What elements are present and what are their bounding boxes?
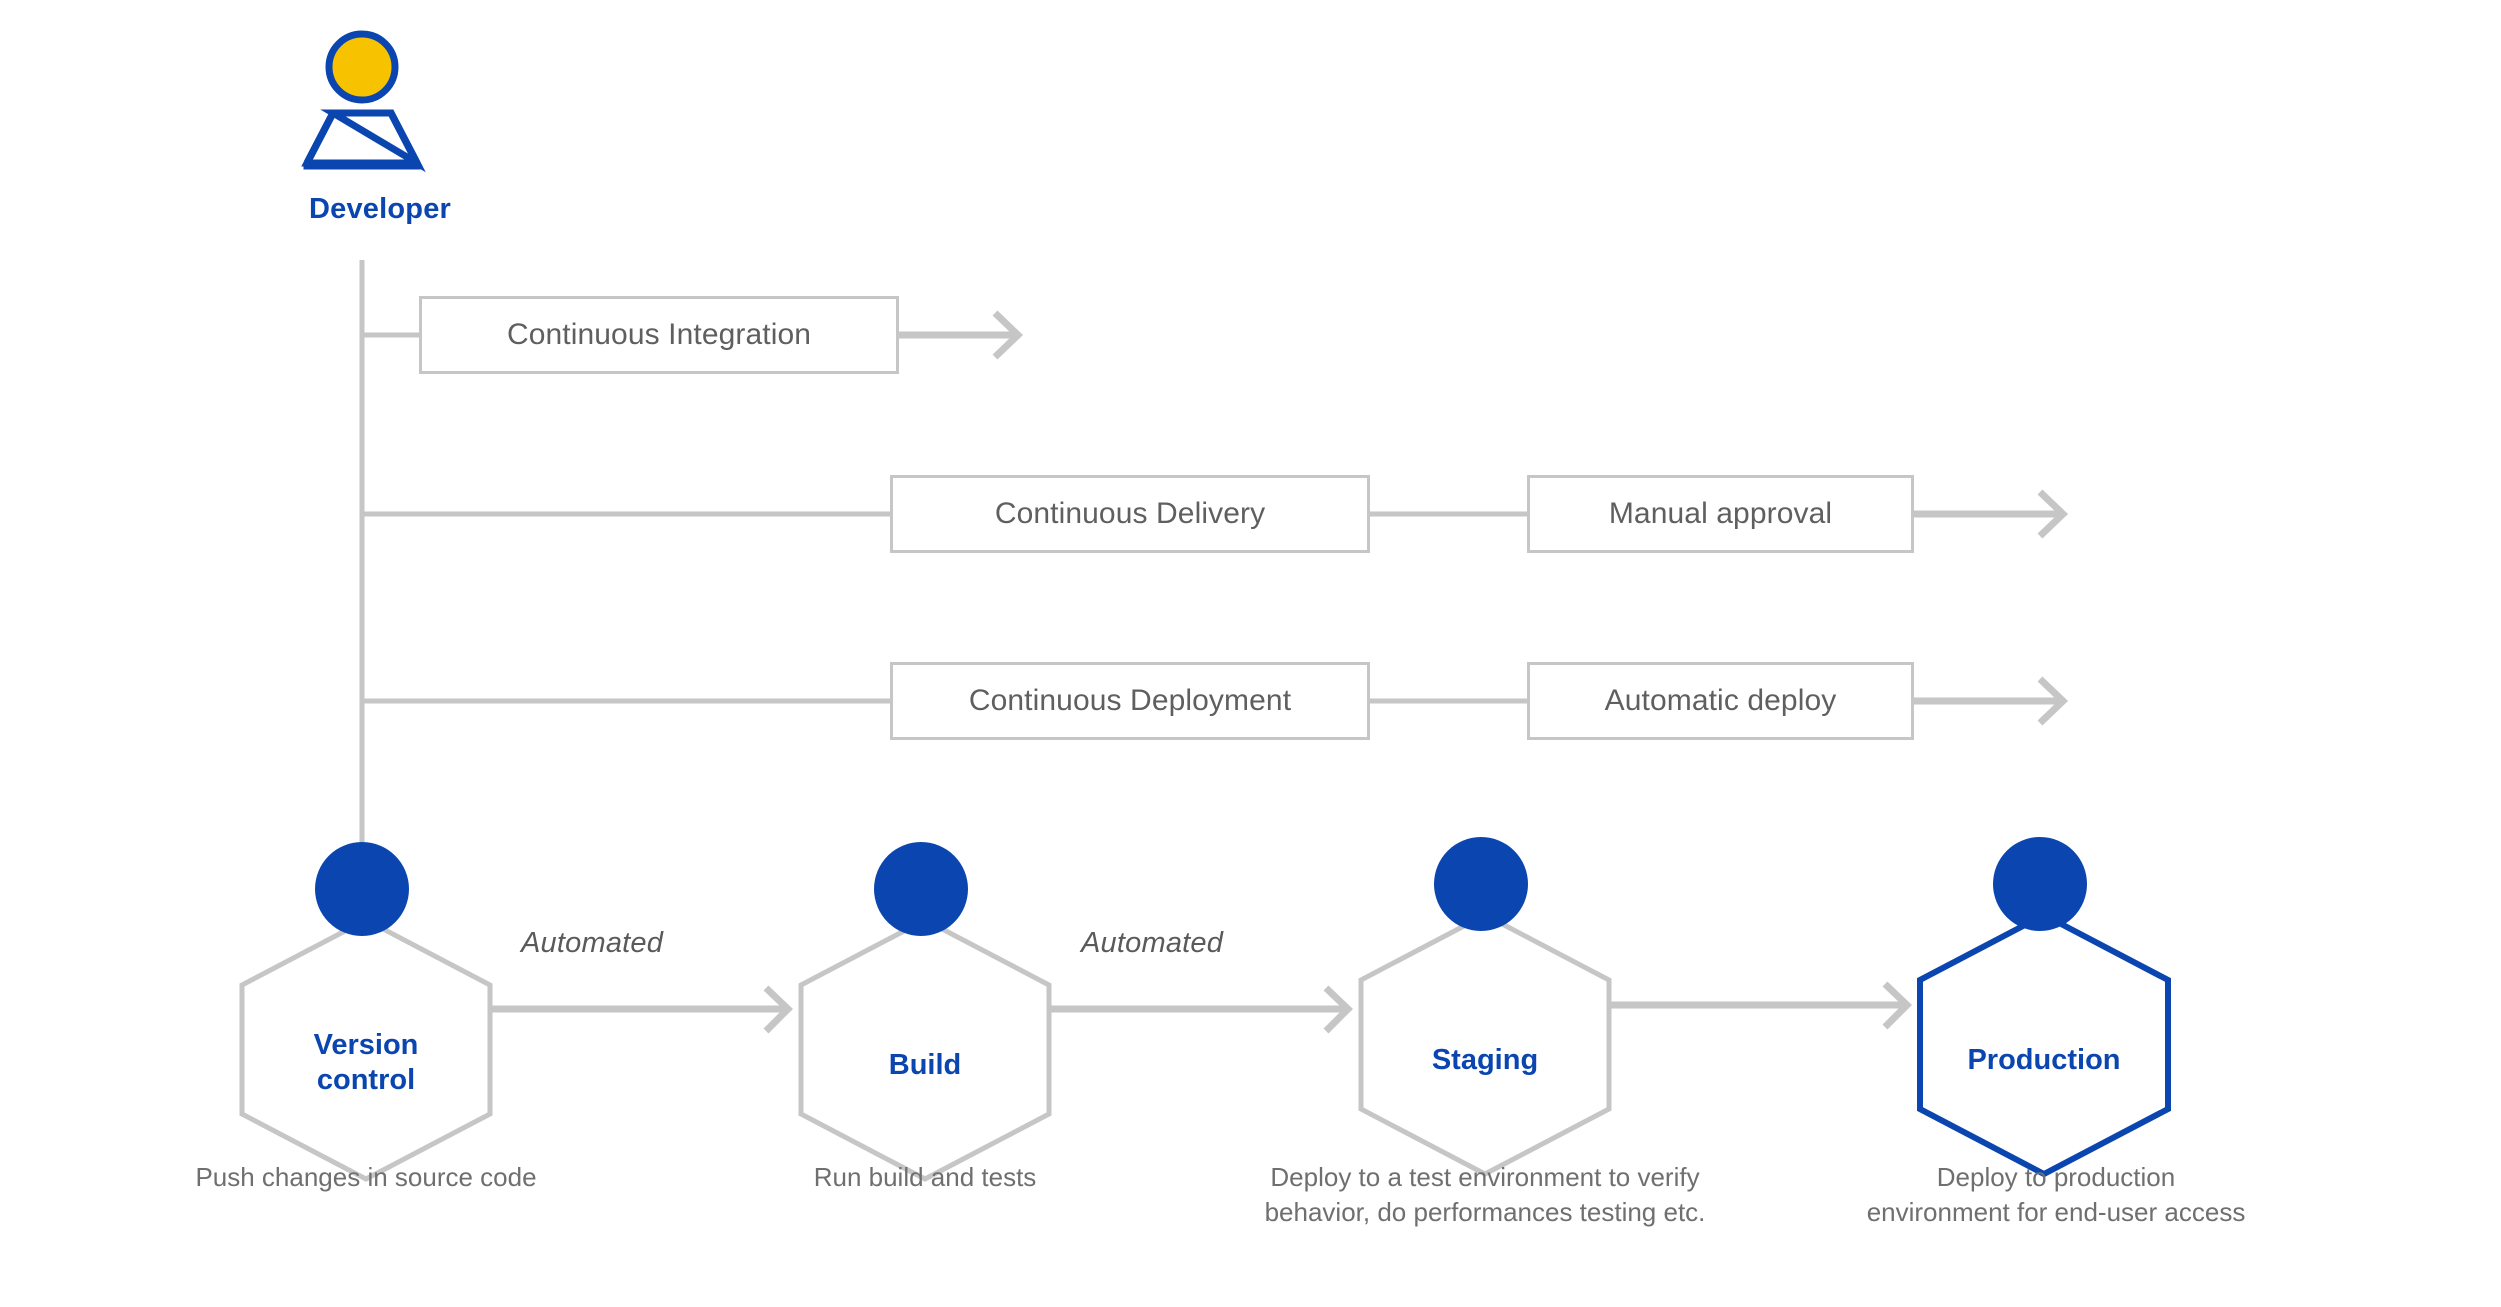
developer-label: Developer xyxy=(308,193,452,225)
cd-arrow xyxy=(1914,489,2069,539)
hexagon-build xyxy=(798,917,1052,1182)
stage-build-title: Build xyxy=(888,1049,962,1081)
person-icon xyxy=(301,30,426,173)
stage-production[interactable]: Production xyxy=(1920,915,2168,1173)
practice-box-continuous-deployment[interactable]: Continuous Deployment xyxy=(890,662,1370,740)
practice-box-continuous-delivery[interactable]: Continuous Delivery xyxy=(890,475,1370,553)
deploy-cycle-icon xyxy=(1993,837,2087,931)
architecture-boxes-icon xyxy=(1434,837,1528,931)
branch-commits-icon xyxy=(315,842,409,936)
practice-box-automatic-deploy[interactable]: Automatic deploy xyxy=(1527,662,1914,740)
arrow-build-to-staging xyxy=(1049,985,1354,1034)
stage-title-line1: Version xyxy=(313,1029,419,1061)
stage-version-control-title: Version control xyxy=(242,1028,490,1099)
hexagon-staging xyxy=(1358,912,1612,1177)
practice-box-manual-approval[interactable]: Manual approval xyxy=(1527,475,1914,553)
stage-build[interactable]: Build xyxy=(801,920,1049,1178)
cdep-arrow xyxy=(1914,676,2069,726)
tools-icon xyxy=(874,842,968,936)
stage-staging[interactable]: Staging xyxy=(1361,915,1609,1173)
stage-production-caption: Deploy to production environment for end… xyxy=(1866,1162,2246,1227)
stage-production-title: Production xyxy=(1967,1044,2121,1076)
stage-staging-title: Staging xyxy=(1431,1044,1539,1076)
stage-version-control-caption: Push changes in source code xyxy=(195,1162,537,1192)
connector-label-version-to-build: Automated xyxy=(521,927,664,959)
ci-arrow xyxy=(899,310,1024,360)
hexagon-production xyxy=(1917,911,2171,1178)
stage-build-caption: Run build and tests xyxy=(813,1162,1037,1192)
arrow-staging-to-production xyxy=(1609,981,1913,1030)
arrow-version-to-build xyxy=(490,985,794,1034)
stage-title-line2: control xyxy=(316,1064,416,1097)
stage-staging-caption: Deploy to a test environment to verify b… xyxy=(1264,1162,1706,1227)
connector-label-build-to-staging: Automated xyxy=(1081,927,1224,959)
hexagon-version-control xyxy=(239,917,493,1182)
stage-version-control[interactable]: Version control xyxy=(242,920,490,1178)
practice-box-continuous-integration[interactable]: Continuous Integration xyxy=(419,296,899,374)
